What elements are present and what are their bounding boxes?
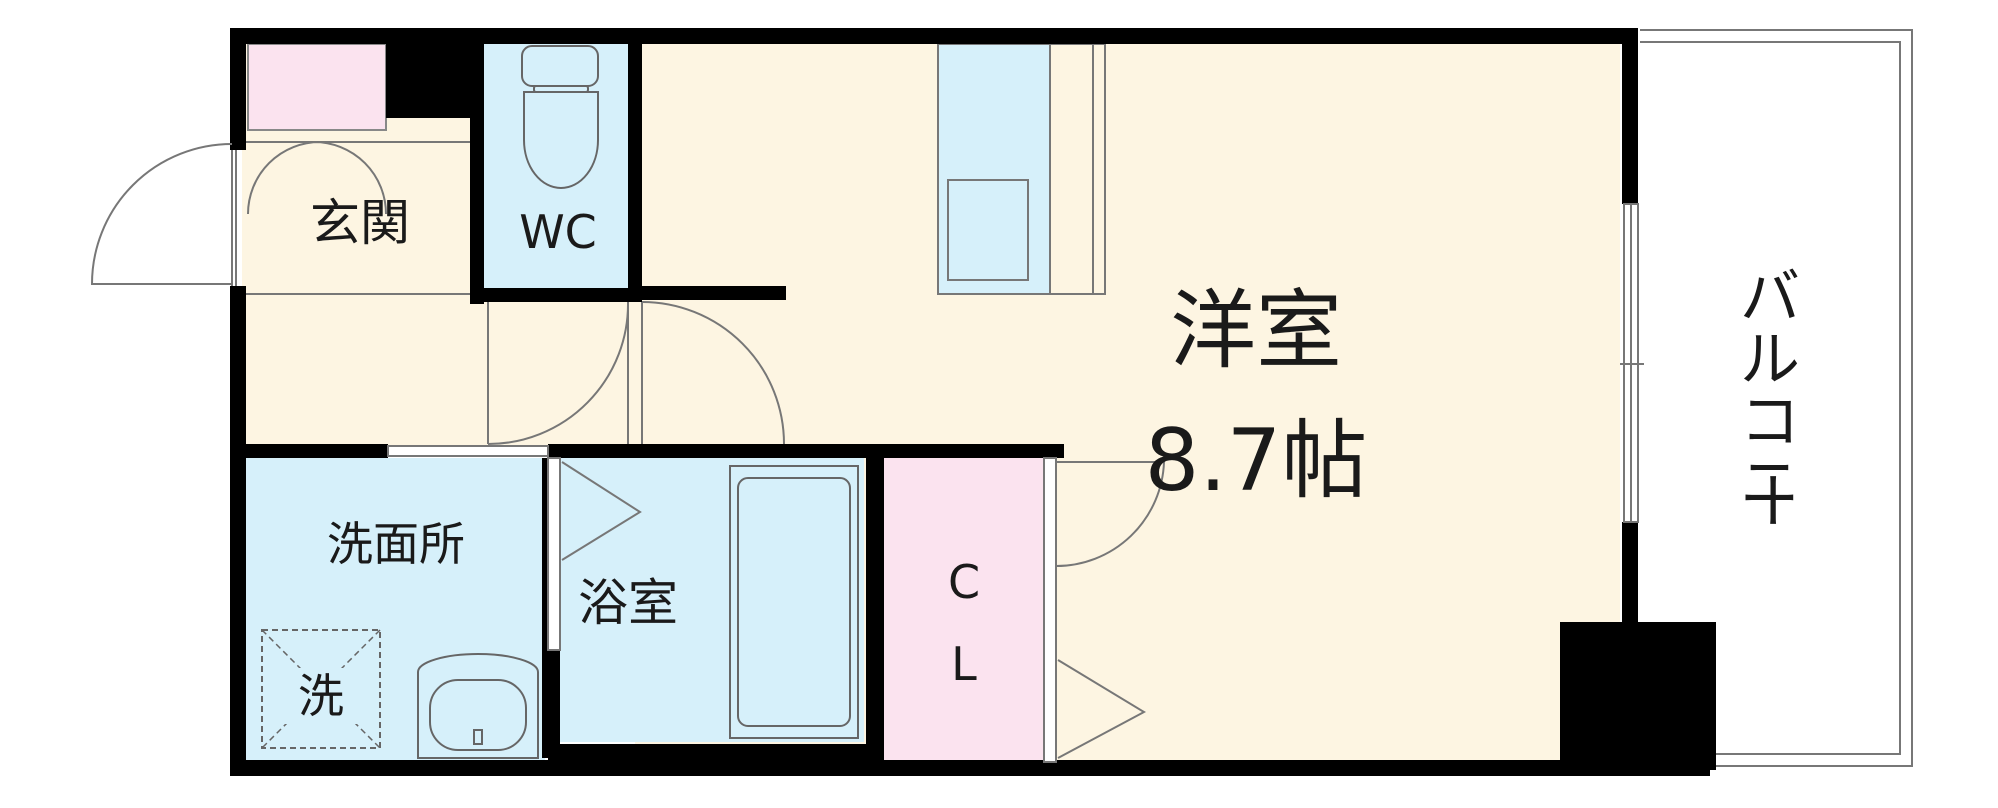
washroom-door <box>387 445 549 457</box>
wall-bath-closet <box>866 458 884 764</box>
washer-label: 洗 <box>298 669 344 723</box>
wall-wc-right <box>628 28 642 288</box>
wall-mid-horizontal-right <box>548 444 1064 458</box>
wc-label: WC <box>519 205 597 259</box>
balcony-char: ル <box>1740 325 1800 395</box>
column-top <box>386 28 476 118</box>
shoe-cabinet-door-left <box>247 141 321 215</box>
stove <box>947 179 1029 281</box>
washroom-label: 洗面所 <box>327 517 465 571</box>
closet-floor <box>884 458 1044 762</box>
balcony-char: ニ <box>1740 449 1800 519</box>
bath-door-fold <box>561 461 642 561</box>
closet-label-c: C <box>948 555 980 609</box>
balcony-char: ー <box>1735 470 1805 530</box>
wall-wc-left <box>470 28 484 304</box>
column-bottom-right <box>1560 622 1716 770</box>
wall-mid-horizontal-left <box>230 444 388 458</box>
sink-icon <box>417 653 539 759</box>
balcony-inner-rail <box>1640 41 1901 755</box>
wall-wc-bottom <box>470 288 642 302</box>
shoe-cabinet-door-right <box>313 141 387 215</box>
wall-bath-bottom <box>548 744 878 764</box>
wall-left-upper <box>230 28 246 150</box>
bathtub-inner-icon <box>737 477 851 727</box>
western-room-size: 8.7帖 <box>1145 411 1368 511</box>
wall-right-upper <box>1622 28 1638 204</box>
closet-door-swing <box>1055 461 1166 567</box>
room-door-swing <box>641 301 785 445</box>
kitchen-counter-edge <box>1092 43 1106 295</box>
washer-label-bg <box>282 668 360 724</box>
toilet-icon <box>521 45 599 189</box>
balcony-label: バ ル コ ニ ー <box>1735 263 1805 530</box>
wall-bottom <box>230 760 1710 776</box>
balcony-char: バ <box>1740 263 1800 333</box>
wall-kitchen-stub <box>628 286 786 300</box>
wall-top <box>230 28 1638 44</box>
closet-label-l: L <box>951 637 977 691</box>
washer-pan <box>261 629 381 749</box>
balcony-outline <box>1640 29 1913 767</box>
balcony-char: コ <box>1740 387 1800 457</box>
closet-door-fold <box>1057 659 1147 759</box>
wall-left-lower <box>230 286 246 776</box>
entrance-door-swing <box>90 143 233 285</box>
shoe-cabinet <box>247 43 387 131</box>
western-room-label: 洋室 <box>1170 281 1342 381</box>
wc-door-swing <box>487 301 630 445</box>
bath-door <box>547 457 561 651</box>
entrance-label: 玄関 <box>310 194 410 252</box>
walls <box>230 28 1716 776</box>
bath-label: 浴室 <box>578 574 678 632</box>
kitchen-counter-panel <box>1049 43 1094 295</box>
closet-door-top <box>1043 457 1057 763</box>
